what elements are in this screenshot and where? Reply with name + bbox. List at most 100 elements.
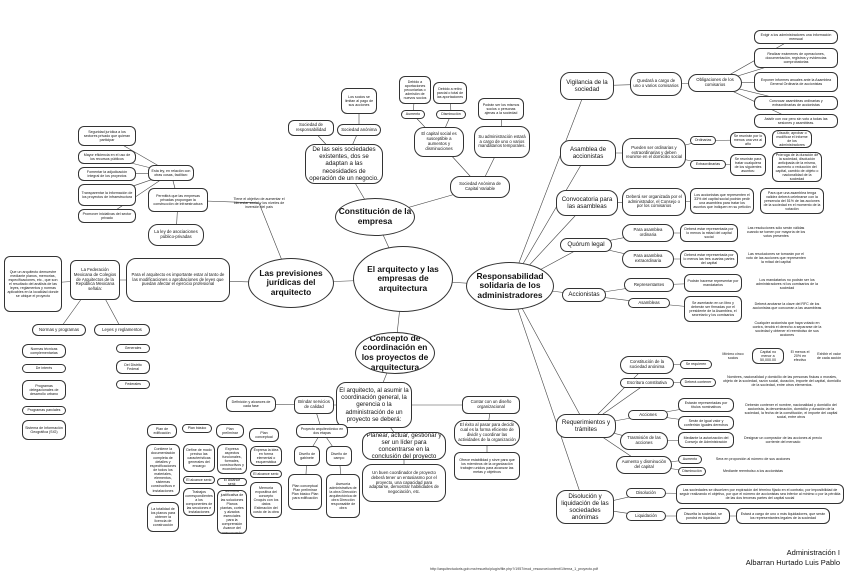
- node-conv-desc: Deberá ser organizada por el administrad…: [622, 188, 686, 216]
- node-seran-igual: Serán de igual valor y conferirán iguale…: [678, 416, 734, 430]
- node-conv-desc2: Los accionistas que representen el 33% d…: [690, 188, 754, 214]
- node-dis-desc: Mediante reembolso a los accionistas: [723, 468, 783, 473]
- node-plan: Plan de edificación: [147, 424, 177, 438]
- node-mediante: Mediante la autorización del Consejo de …: [678, 432, 734, 448]
- node-leyes: Leyes y reglamentos: [94, 324, 150, 336]
- node-podran-mismos: Podrán ser los mismos socios o personas …: [478, 98, 524, 120]
- node-permitira: Permitirá que las empresas privadas prop…: [148, 188, 208, 212]
- node-ord-desc: Se reunirán por lo menos una vez al año: [730, 132, 766, 148]
- node-exhibir: Exhibir el valor de cada acción: [816, 351, 842, 360]
- node-para-ext: Para asamblea extraordinaria: [622, 250, 674, 268]
- node-normas-item: Programas delegacionales de desarrollo u…: [22, 380, 66, 400]
- node-estaran-repr: Estarán representadas por títulos nomina…: [678, 398, 734, 412]
- footer-author: Albarran Hurtado Luis Pablo: [745, 558, 840, 567]
- node-constitucion-soc: Constitución de la sociedad anónima: [620, 356, 674, 374]
- node-plan-desc: Contiene la documentación completa de de…: [146, 444, 180, 496]
- node-dis-text: Las sociedades se disuelven por expiraci…: [676, 484, 844, 504]
- node-fomentar: Fomentar la adjudicación integral de los…: [78, 167, 136, 181]
- node-plan: Plan básico: [182, 424, 212, 433]
- node-minimo-socios: Mínimo cinco socios: [722, 351, 744, 360]
- footer-url: http://arquitectudoris.gob.mx/resuelto/p…: [430, 567, 599, 571]
- node-asam-desc3: Cualquier accionista que haya votado en …: [752, 320, 822, 338]
- node-obligaciones: Obligaciones de los comisarios: [688, 74, 742, 92]
- node-plan-desc: Expresa aspectos funcionales, formales, …: [217, 444, 247, 474]
- node-ley-asociaciones: La ley de asociaciones público-privadas: [148, 224, 204, 246]
- node-transmision: Trasmisión de las acciones: [620, 432, 668, 450]
- node-repr-desc: Podrán hacerse representar por mandatari…: [684, 274, 742, 292]
- node-se-requieren: Se requieren: [680, 360, 712, 369]
- node-mayor-eficiencia: Mayor eficiencia en el uso de los recurs…: [78, 150, 136, 164]
- node-capital-social: El capital social es susceptible a aumen…: [414, 127, 464, 157]
- node-obligaciones-item: Exigir a los administradores una informa…: [754, 30, 838, 44]
- node-liquidacion: Liquidación: [626, 511, 666, 521]
- node-alcance-desc: La totalidad de los planos para obtener …: [147, 502, 179, 532]
- node-soc-responsabilidad: Sociedad de responsabilidad: [288, 120, 334, 136]
- node-ext-desc: Se reunirán para tratar cualquiera de lo…: [730, 154, 766, 176]
- node-pueden-ser: Pueden ser ordinarias y extraordinarias …: [622, 138, 686, 168]
- node-extraordinarias: Extraordinarias: [690, 160, 726, 169]
- node-el-menos: El menos el 20% en efectivo: [790, 349, 810, 363]
- node-alcance-desc: Memoria expositiva del concepto Croquis …: [250, 482, 282, 518]
- node-ord-r: Las resoluciones sólo serán válidas cuan…: [746, 225, 806, 239]
- connector-line: [509, 285, 587, 427]
- node-convocatoria: Convocatoria para las asambleas: [556, 190, 618, 216]
- node-alcance-desc: Trabajos correspondientes a los componen…: [183, 488, 215, 516]
- node-planear: Planear, actuar, gestionar y ser un líde…: [362, 432, 446, 460]
- node-tiene-objetivo: Tiene el objetivo de aumentar el bienest…: [233, 196, 285, 210]
- footer-course: Administración I: [786, 548, 840, 557]
- node-de-las-seis: De las seis sociedades existentes, dos s…: [305, 144, 383, 184]
- node-leyes-item: Del Distrito Federal: [116, 360, 150, 374]
- node-acciones: Acciones: [628, 410, 668, 420]
- node-designar: Designar un comprador de las acciones al…: [744, 435, 822, 444]
- node-esta-ley: Esta ley, en relación con otras cosas, f…: [148, 165, 194, 181]
- node-repr-desc2: Los mandatarios no podrán ser los admini…: [756, 277, 818, 291]
- node-obligaciones-item: Convocar asambleas ordinarias y extraord…: [754, 96, 838, 110]
- node-proyecto-arq: Proyecto arquitectónico en dos etapas: [296, 424, 348, 438]
- node-disolucion-l: Disolución: [626, 488, 666, 498]
- node-plan: Plan conceptual: [249, 428, 279, 442]
- node-contar: Contar con un diseño organizacional: [462, 396, 520, 414]
- node-para-arquitecto: Para el arquitecto es importante estar a…: [126, 258, 230, 302]
- node-ordinarias: Ordinarias: [690, 136, 716, 145]
- node-plan-desc: Expresa la idea en forma elemental o esq…: [250, 446, 282, 466]
- node-asam-desc2: Deberá anotarse la clave del RFC de los …: [752, 301, 822, 310]
- node-gabinete-desc: Plan conceptual Plan preliminar Plan bás…: [288, 474, 322, 510]
- node-arquitecto-asumir: El arquitecto, al asumir la coordinación…: [336, 382, 412, 428]
- node-para-ord: Para asamblea ordinaria: [622, 224, 674, 242]
- node-aumento-disminucion: Aumento y disminución del capital: [616, 456, 672, 474]
- node-campo-desc: Asesoría administrativa de la obra Direc…: [326, 474, 360, 518]
- node-normas: Normas y programas: [32, 324, 86, 336]
- node-ext-q: Deberá estar representada por lo menos l…: [680, 250, 738, 268]
- branch-responsabilidad: Responsabilidad solidaria de los adminis…: [466, 262, 554, 310]
- branch-constitucion: Constitución de la empresa: [335, 198, 415, 236]
- node-cargo-comisarios: Quedará a cargo de uno o varios comisari…: [630, 72, 682, 96]
- node-conv-desc3: Para que una asamblea tenga validez debe…: [760, 188, 824, 214]
- node-normas-item: Normas técnicas complementarias: [22, 344, 66, 358]
- node-obligaciones-item: Exponer informes anuales ante la Asamble…: [754, 72, 838, 92]
- node-representantes: Representantes: [624, 278, 674, 292]
- node-asambleas: Asambleas: [628, 298, 670, 308]
- node-que-un-arquitecto: Que un arquitecto demuestre mediante pla…: [4, 256, 62, 312]
- node-obligaciones-item: Realizar exámenes de operaciones, docume…: [754, 48, 838, 68]
- node-soc-anonima: Sociedad anónima: [337, 124, 381, 136]
- node-ext-r: Las resoluciones se tomarán por el voto …: [746, 251, 806, 265]
- node-diseno-gabinete: Diseño de gabinete: [294, 446, 320, 466]
- node-ord-q: Deberá estar representada por lo menos l…: [680, 224, 738, 242]
- connector-line: [509, 85, 588, 287]
- node-capital-min: Capital no menor a 50,000.00: [752, 348, 784, 364]
- node-leyes-item: Generales: [116, 344, 150, 353]
- node-el-alcance: El alcance será:: [183, 476, 215, 484]
- node-buen-coordinador: Un buen coordinador de proyecto deberá t…: [362, 464, 446, 502]
- node-alcance-desc: Memoria justificativa de las soluciones …: [217, 490, 247, 534]
- node-obligaciones-item: Asistir con voz pero sin voto a todas la…: [754, 114, 838, 128]
- node-normas-item: Sistema de Información Geográfica (SIG): [22, 420, 66, 440]
- node-diseno-campo: Diseño de campo: [326, 446, 352, 466]
- node-ofrece: Ofrece estabilidad y sirve para que los …: [454, 452, 520, 480]
- node-brindar: Brindar servicios de calidad: [294, 396, 334, 414]
- node-el-alcance: El alcance será:: [250, 470, 282, 478]
- node-escritura: Escritura constitutiva: [620, 378, 674, 388]
- node-administracion: Su administración estará a cargo de uno …: [474, 126, 530, 158]
- node-asamblea-acc: Asamblea de accionistas: [560, 140, 616, 166]
- node-debido-aportaciones: Debido a aportaciones pecuniarias o admi…: [399, 76, 431, 104]
- node-disolucion: Disolución y liquidación de las sociedad…: [556, 490, 614, 524]
